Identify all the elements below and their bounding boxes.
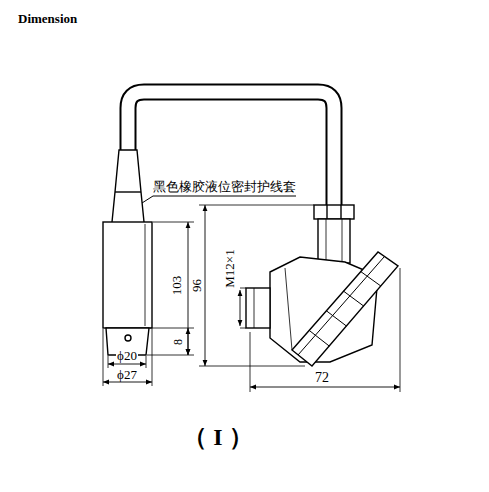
cable-inner — [128, 92, 334, 205]
rubber-boot — [112, 150, 144, 222]
cover-edge — [298, 257, 384, 355]
gland-nut — [314, 205, 354, 219]
cover-fin — [344, 291, 364, 306]
dim-line — [188, 222, 189, 355]
dimension-text: ϕ20 — [116, 349, 138, 362]
dimension-text: ϕ27 — [116, 368, 138, 381]
cable-outer — [128, 92, 334, 205]
thread-stub — [246, 288, 270, 328]
head-cover — [292, 252, 398, 366]
figure-caption: （ I ） — [183, 425, 252, 449]
gland-body — [318, 219, 350, 263]
probe-body — [103, 222, 152, 328]
cover-fin — [361, 272, 381, 286]
page-title: Dimension — [18, 12, 77, 25]
dimension-text: 8 — [172, 338, 184, 346]
dimension-text: 96 — [190, 278, 203, 293]
dimension-text: 103 — [171, 274, 184, 296]
cover-fin — [326, 311, 346, 326]
note-label: 黑色橡胶液位密封护线套 — [153, 180, 296, 193]
leader-line — [142, 196, 296, 203]
dimension-text: M12×1 — [222, 248, 235, 288]
dimension-text: 72 — [314, 371, 330, 385]
